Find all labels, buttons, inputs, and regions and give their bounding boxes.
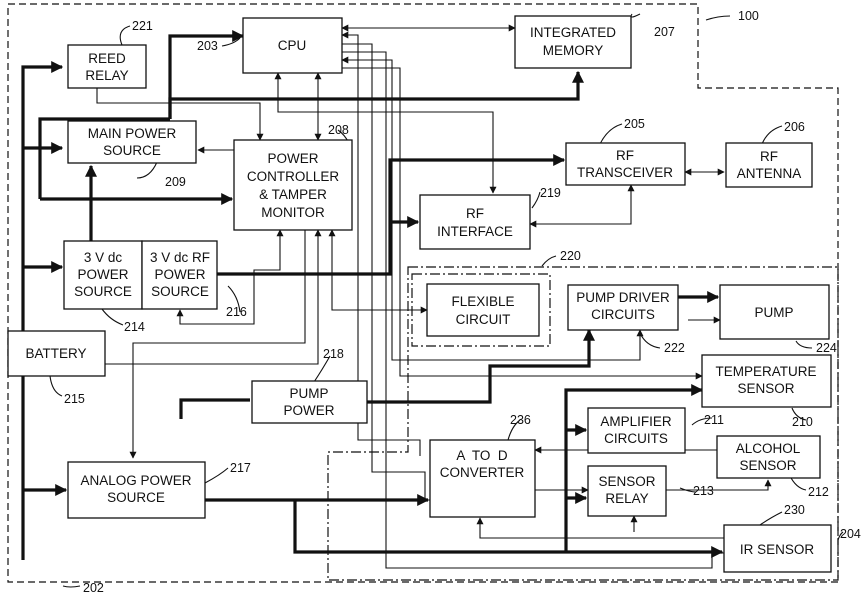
three-volt-power-source-label-2: POWER <box>77 267 128 282</box>
ref-100: 100 <box>738 9 759 23</box>
rf-antenna-label-1: RF <box>760 149 778 164</box>
ref-207: 207 <box>654 25 675 39</box>
power-controller-label-3: & TAMPER <box>259 187 327 202</box>
reed-relay-label-2: RELAY <box>85 68 128 83</box>
three-volt-rf-power-source-label-2: POWER <box>154 267 205 282</box>
three-volt-power-source-label-1: 3 V dc <box>84 250 123 265</box>
main-power-source-block: MAIN POWER SOURCE <box>68 121 196 163</box>
analog-power-source-label-2: SOURCE <box>107 490 165 505</box>
ref-217: 217 <box>230 461 251 475</box>
three-volt-power-source-block: 3 V dc POWER SOURCE <box>64 241 142 309</box>
pump-driver-circuits-label-1: PUMP DRIVER <box>576 290 670 305</box>
ref-202: 202 <box>83 581 104 594</box>
temperature-sensor-block: TEMPERATURE SENSOR <box>702 355 831 407</box>
pump-power-block: PUMP POWER <box>252 381 367 423</box>
pump-power-label-1: PUMP <box>289 386 328 401</box>
battery-block: BATTERY <box>8 331 105 376</box>
flexible-circuit-block: FLEXIBLE CIRCUIT <box>427 284 539 336</box>
rf-interface-label-1: RF <box>466 206 484 221</box>
battery-label: BATTERY <box>25 346 86 361</box>
rf-transceiver-block: RF TRANSCEIVER <box>566 143 685 185</box>
amplifier-circuits-block: AMPLIFIER CIRCUITS <box>588 408 685 453</box>
main-power-source-label-1: MAIN POWER <box>88 126 177 141</box>
ref-219: 219 <box>540 186 561 200</box>
temperature-sensor-label-2: SENSOR <box>737 381 794 396</box>
power-controller-label-2: CONTROLLER <box>247 169 340 184</box>
ref-236: 236 <box>510 413 531 427</box>
integrated-memory-label-1: INTEGRATED <box>530 25 616 40</box>
power-controller-label-4: MONITOR <box>261 205 325 220</box>
three-volt-rf-power-source-block: 3 V dc RF POWER SOURCE <box>142 241 217 309</box>
three-volt-rf-power-source-label-1: 3 V dc RF <box>150 250 210 265</box>
integrated-memory-label-2: MEMORY <box>543 43 604 58</box>
pump-label: PUMP <box>754 305 793 320</box>
ref-230: 230 <box>784 503 805 517</box>
alcohol-sensor-label-1: ALCOHOL <box>736 441 801 456</box>
reed-relay-block: REED RELAY <box>68 45 146 88</box>
ref-210: 210 <box>792 415 813 429</box>
analog-power-source-label-1: ANALOG POWER <box>80 473 191 488</box>
power-controller-label-1: POWER <box>267 151 318 166</box>
a-to-d-converter-label-1: A TO D <box>456 448 508 463</box>
rf-interface-label-2: INTERFACE <box>437 224 513 239</box>
pump-driver-circuits-block: PUMP DRIVER CIRCUITS <box>568 285 678 330</box>
main-power-source-label-2: SOURCE <box>103 143 161 158</box>
rf-transceiver-label-1: RF <box>616 148 634 163</box>
ref-206: 206 <box>784 120 805 134</box>
reed-relay-label-1: REED <box>88 51 126 66</box>
ref-212: 212 <box>808 485 829 499</box>
pump-driver-circuits-label-2: CIRCUITS <box>591 307 655 322</box>
cpu-block: CPU <box>243 18 342 73</box>
sensor-relay-label-1: SENSOR <box>598 474 655 489</box>
ref-208: 208 <box>328 123 349 137</box>
ref-205: 205 <box>624 117 645 131</box>
power-controller-block: POWER CONTROLLER & TAMPER MONITOR <box>234 140 352 230</box>
cpu-label: CPU <box>278 38 307 53</box>
three-volt-power-source-label-3: SOURCE <box>74 284 132 299</box>
ref-220: 220 <box>560 249 581 263</box>
analog-power-source-block: ANALOG POWER SOURCE <box>68 462 205 518</box>
rf-interface-block: RF INTERFACE <box>420 195 530 249</box>
a-to-d-converter-block: A TO D CONVERTER <box>430 440 535 517</box>
ref-214: 214 <box>124 320 145 334</box>
three-volt-rf-power-source-label-3: SOURCE <box>151 284 209 299</box>
ref-209: 209 <box>165 175 186 189</box>
ref-215: 215 <box>64 392 85 406</box>
ref-216: 216 <box>226 305 247 319</box>
ref-218: 218 <box>323 347 344 361</box>
alcohol-sensor-block: ALCOHOL SENSOR <box>717 436 820 478</box>
sensor-relay-block: SENSOR RELAY <box>588 466 666 516</box>
amplifier-circuits-label-2: CIRCUITS <box>604 431 668 446</box>
ref-203: 203 <box>197 39 218 53</box>
rf-transceiver-label-2: TRANSCEIVER <box>577 165 673 180</box>
rf-antenna-label-2: ANTENNA <box>737 166 802 181</box>
a-to-d-converter-label-2: CONVERTER <box>440 465 525 480</box>
amplifier-circuits-label-1: AMPLIFIER <box>600 414 672 429</box>
ir-sensor-block: IR SENSOR <box>724 525 831 572</box>
ref-204: 204 <box>840 527 861 541</box>
sensor-relay-label-2: RELAY <box>605 491 648 506</box>
ref-224: 224 <box>816 341 837 355</box>
ref-222: 222 <box>664 341 685 355</box>
temperature-sensor-label-1: TEMPERATURE <box>715 364 816 379</box>
flexible-circuit-label-1: FLEXIBLE <box>451 294 514 309</box>
rf-antenna-block: RF ANTENNA <box>726 143 812 187</box>
ref-221: 221 <box>132 19 153 33</box>
ref-211: 211 <box>704 413 724 427</box>
flexible-circuit-label-2: CIRCUIT <box>456 312 511 327</box>
alcohol-sensor-label-2: SENSOR <box>739 458 796 473</box>
ir-sensor-label: IR SENSOR <box>740 542 815 557</box>
pump-block: PUMP <box>720 285 829 339</box>
ref-213: 213 <box>693 484 714 498</box>
pump-power-label-2: POWER <box>283 403 334 418</box>
integrated-memory-block: INTEGRATED MEMORY <box>515 16 631 68</box>
